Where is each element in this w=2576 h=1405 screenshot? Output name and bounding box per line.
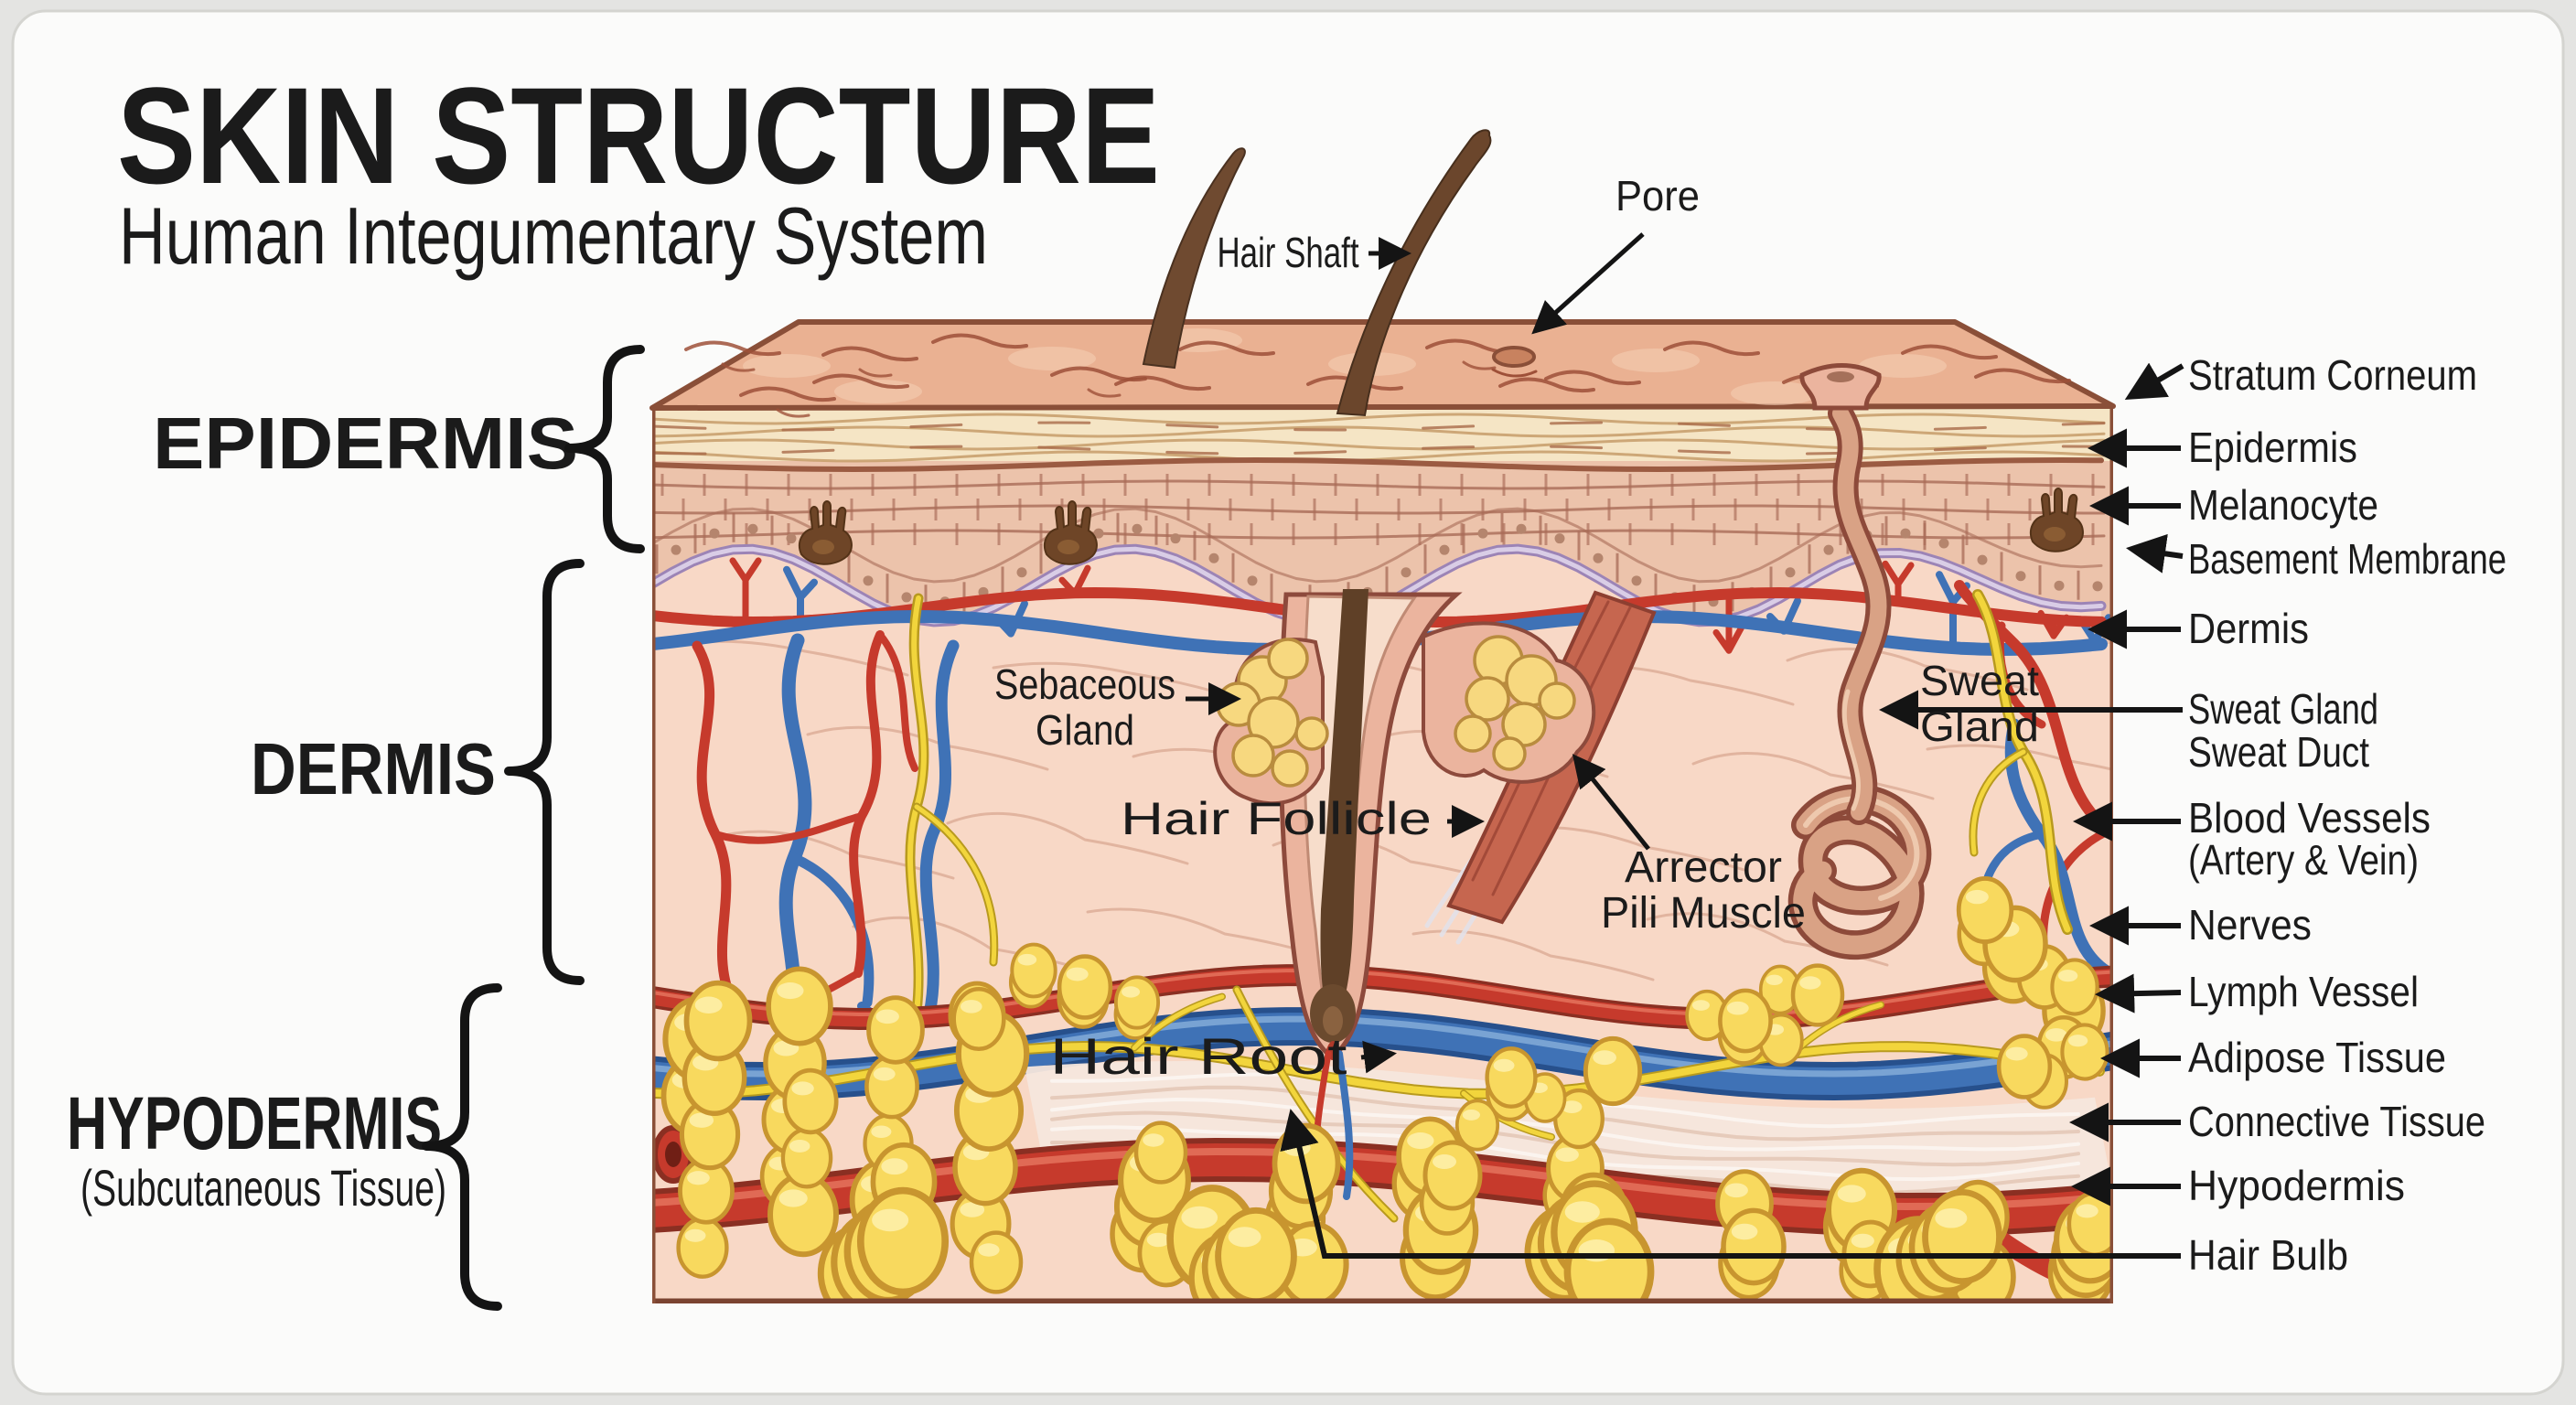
arrow-basement-membrane — [2126, 533, 2184, 574]
arrow-arrector-pili — [1572, 754, 1650, 851]
right-label-arrows — [1280, 362, 2184, 1259]
sweat-gland — [1787, 784, 1932, 960]
arrow-stratum-corneum — [2124, 362, 2184, 401]
label-lymph-vessel: Lymph Vessel — [2188, 968, 2419, 1015]
label-hair-shaft: Hair Shaft — [1218, 229, 1359, 276]
label-melanocyte: Melanocyte — [2188, 481, 2378, 529]
pore-opening — [1492, 346, 1536, 368]
label-dermis-layer: DERMIS — [251, 728, 496, 810]
dermis-nerve-central — [905, 593, 999, 1017]
label-nerves: Nerves — [2188, 901, 2312, 949]
hair-root — [1320, 589, 1368, 1024]
label-arrector-line1: Arrector — [1625, 843, 1782, 892]
arrow-hair-bulb — [1280, 1109, 2181, 1259]
hair-follicle — [1278, 589, 1463, 1200]
label-stratum-corneum: Stratum Corneum — [2188, 351, 2477, 399]
arrow-hair-root — [1360, 1040, 1398, 1074]
right-labels: Stratum Corneum Epidermis Melanocyte Bas… — [2188, 351, 2506, 1279]
label-hair-bulb: Hair Bulb — [2188, 1231, 2348, 1279]
label-artery-vein: (Artery & Vein) — [2188, 836, 2419, 884]
label-sweat-line1: Sweat — [1920, 657, 2039, 704]
label-pore: Pore — [1615, 172, 1700, 220]
label-sweat-gland: Sweat Gland — [2188, 685, 2378, 733]
skin-surface-top-face — [649, 319, 2116, 418]
label-sebaceous-line2: Gland — [1036, 706, 1134, 754]
label-sweat-duct: Sweat Duct — [2188, 728, 2369, 776]
label-blood-vessels: Blood Vessels — [2188, 794, 2431, 842]
hair-shaft — [1336, 129, 1492, 417]
page-subtitle: Human Integumentary System — [119, 190, 988, 281]
epidermis-brace — [564, 345, 645, 553]
skin-surface-texture — [684, 328, 2071, 418]
skin-block-interior — [652, 404, 2113, 1303]
sweat-duct — [1828, 404, 1892, 825]
label-dermis: Dermis — [2188, 605, 2309, 652]
label-sweat-line2: Gland — [1920, 702, 2039, 750]
internal-labels: Hair Shaft Pore Sebaceous Gland Hair Fol… — [994, 172, 2039, 1085]
sweat-pore-funnel — [1799, 363, 1882, 411]
label-adipose-tissue: Adipose Tissue — [2188, 1034, 2446, 1081]
label-epidermis: Epidermis — [2188, 424, 2357, 471]
hair-shaft-small — [1142, 147, 1246, 370]
label-connective-tissue: Connective Tissue — [2188, 1098, 2485, 1145]
sebaceous-gland-right — [1422, 621, 1596, 784]
layer-labels: EPIDERMIS DERMIS HYPODERMIS (Subcutaneou… — [67, 345, 645, 1311]
page-title: SKIN STRUCTURE — [117, 59, 1160, 212]
label-hair-follicle: Hair Follicle — [1121, 793, 1432, 844]
sweat-pore-opening — [1827, 371, 1854, 382]
label-hypodermis-note: (Subcutaneous Tissue) — [80, 1159, 446, 1217]
arrow-pore — [1531, 232, 1645, 335]
label-basement-membrane: Basement Membrane — [2188, 535, 2506, 583]
label-hypodermis-layer: HYPODERMIS — [67, 1082, 442, 1165]
label-hypodermis: Hypodermis — [2188, 1162, 2405, 1209]
label-epidermis-layer: EPIDERMIS — [153, 402, 578, 484]
dermis-brace — [504, 559, 585, 985]
label-arrector-line2: Pili Muscle — [1601, 889, 1806, 938]
arrow-lymph-vessel — [2094, 973, 2182, 1014]
hypodermis-brace — [422, 983, 502, 1311]
label-sebaceous-line1: Sebaceous — [994, 660, 1175, 708]
label-hair-root: Hair Root — [1050, 1027, 1348, 1085]
